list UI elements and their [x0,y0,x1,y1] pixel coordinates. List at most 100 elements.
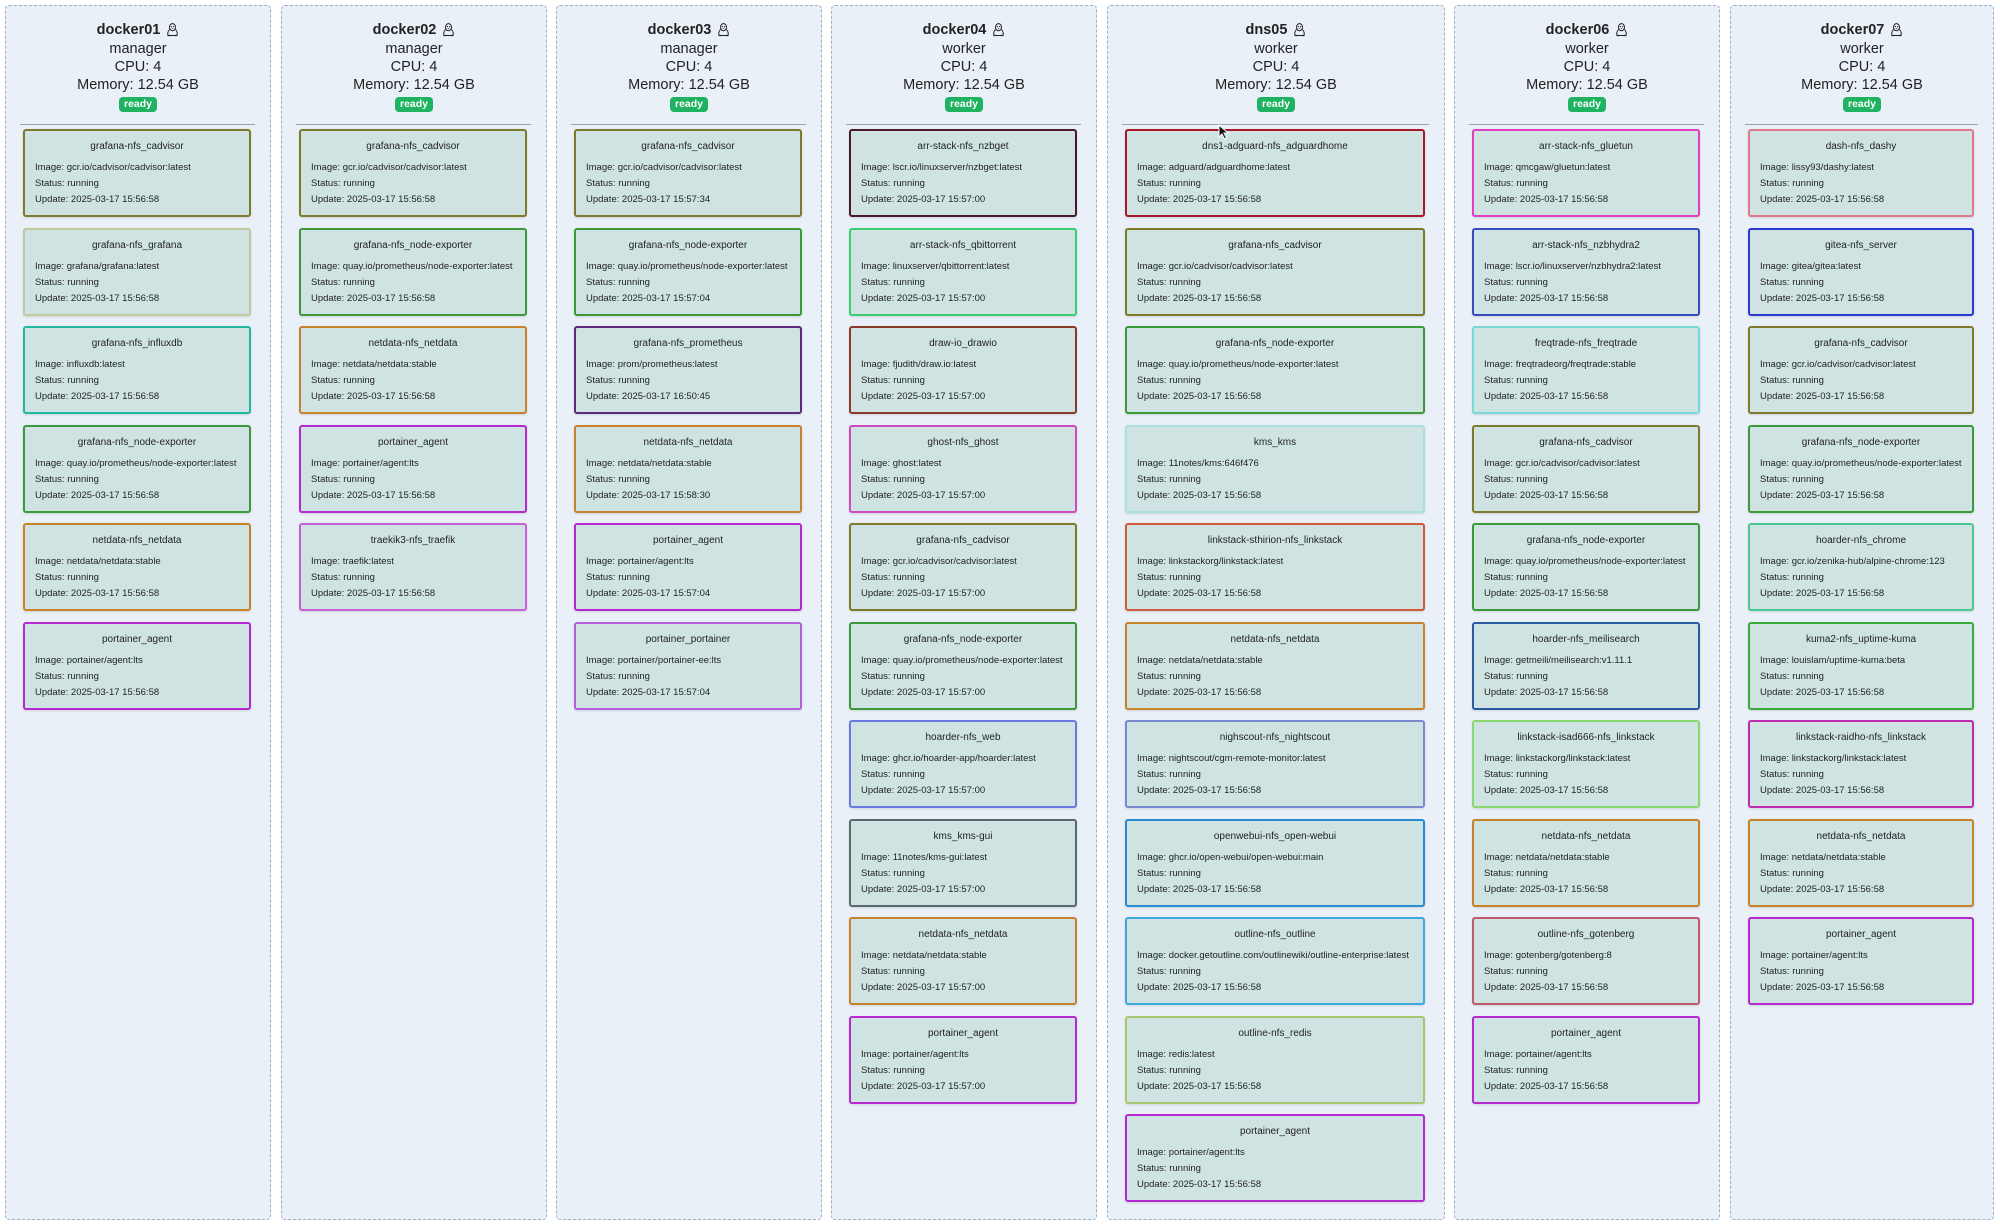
service-image: Image: gcr.io/cadvisor/cadvisor:latest [861,554,1065,570]
linux-penguin-icon [718,23,730,37]
service-image-value: 11notes/kms:646f476 [1168,458,1259,469]
service-update: Update: 2025-03-17 15:56:58 [311,192,515,208]
service-image-label: Image: [1137,162,1169,173]
service-image-value: lscr.io/linuxserver/nzbhydra2:latest [1515,261,1661,272]
service-name: grafana-nfs_prometheus [633,338,743,349]
service-image-value: gcr.io/cadvisor/cadvisor:latest [342,162,467,173]
service-image-label: Image: [586,556,618,567]
service-update-value: 2025-03-17 15:56:58 [1172,884,1262,895]
service-image-label: Image: [1760,458,1792,469]
service-status-value: running [67,178,99,189]
service-name: outline-nfs_redis [1238,1028,1312,1039]
service-update-label: Update: [586,490,622,501]
service-image-label: Image: [35,655,67,666]
service-status-label: Status: [35,671,68,682]
service-image: Image: 11notes/kms:646f476 [1137,456,1413,472]
service-status-value: running [1792,474,1824,485]
service-update: Update: 2025-03-17 15:56:58 [311,291,515,307]
node-memory: Memory: 12.54 GB [353,77,475,93]
service-update-label: Update: [1137,884,1173,895]
service-name: outline-nfs_gotenberg [1537,929,1635,940]
service-update: Update: 2025-03-17 15:56:58 [1137,1079,1413,1095]
service-status-value: running [1169,178,1201,189]
service-update-value: 2025-03-17 15:56:58 [1172,588,1262,599]
service-status: Status: running [586,275,790,291]
service-name: gitea-nfs_server [1825,240,1897,251]
service-image-label: Image: [1760,261,1792,272]
service-status-label: Status: [1484,572,1517,583]
service-image-label: Image: [1137,1147,1169,1158]
service-image-label: Image: [311,162,343,173]
service-image-label: Image: [35,261,67,272]
service-status-label: Status: [1484,868,1517,879]
service-status-label: Status: [1760,277,1793,288]
service-name: grafana-nfs_cadvisor [641,141,735,152]
node-name: docker03 [647,22,712,38]
service-image-value: quay.io/prometheus/node-exporter:latest [892,655,1063,666]
service-status: Status: running [586,472,790,488]
service-image-label: Image: [1137,852,1169,863]
service-status-value: running [1792,277,1824,288]
